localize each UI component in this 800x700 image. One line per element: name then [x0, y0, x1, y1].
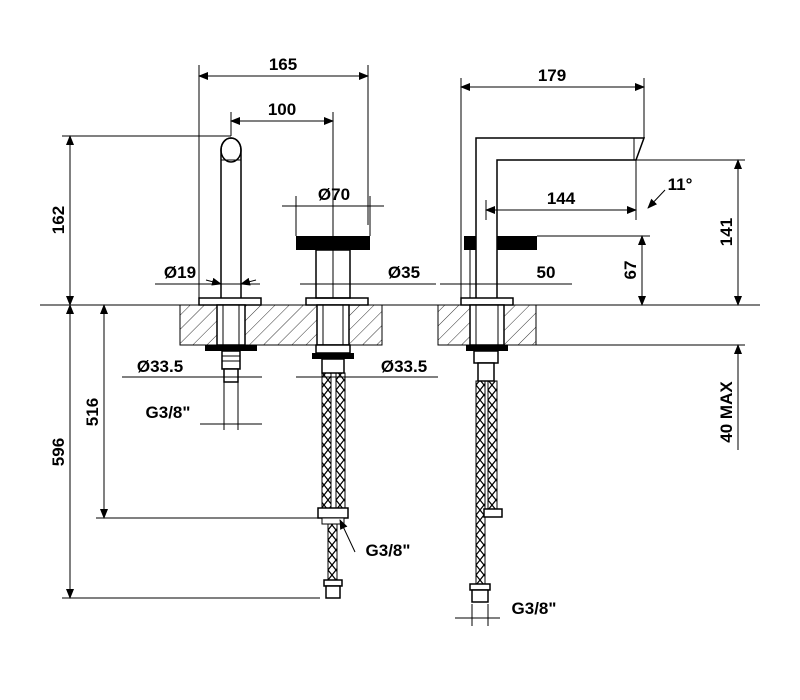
countertop-left: [179, 304, 383, 346]
faucet-side-view: [460, 137, 646, 603]
dim-165: 165: [269, 55, 297, 74]
dim-handle-diameter: Ø70: [318, 185, 350, 204]
dim-base-left-diameter: Ø33.5: [137, 357, 183, 376]
dim-100: 100: [268, 100, 296, 119]
dim-516: 516: [83, 398, 102, 426]
dim-body-width: 50: [537, 263, 556, 282]
dim-596: 596: [49, 438, 68, 466]
dim-40-max: 40 MAX: [717, 381, 736, 443]
dim-thread-center: G3/8": [366, 541, 411, 560]
dim-base-right-diameter: Ø33.5: [381, 357, 427, 376]
dim-thread-left: G3/8": [146, 403, 191, 422]
dim-width-front: 179: [538, 66, 566, 85]
dim-spout-diameter: Ø19: [164, 263, 196, 282]
spout-left-view: [198, 137, 262, 383]
mixer-body-left-view: [296, 236, 370, 599]
dim-thread-right: G3/8": [512, 599, 557, 618]
dim-angle: 11°: [668, 175, 693, 194]
dim-67: 67: [621, 261, 640, 280]
dim-spout-reach: 144: [547, 189, 576, 208]
dim-141: 141: [717, 218, 736, 246]
dim-162: 162: [49, 206, 68, 234]
dim-body-diameter: Ø35: [388, 263, 420, 282]
